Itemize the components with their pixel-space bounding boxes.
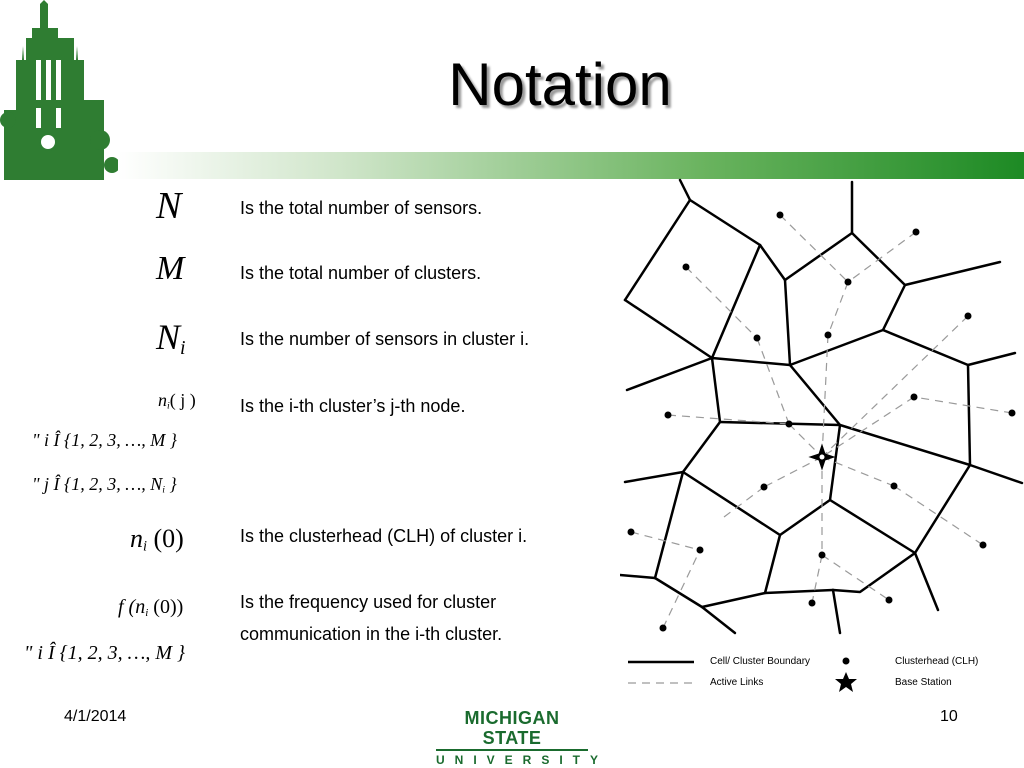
symbol-f-n-i-0: f (ni (0)) xyxy=(118,596,184,619)
symbol-N: N xyxy=(156,185,182,227)
description-M: Is the total number of clusters. xyxy=(240,263,482,283)
slide-title: Notation xyxy=(448,51,672,118)
description-f-line1: Is the frequency used for cluster xyxy=(240,592,497,612)
forall-i-set-1: " i Î {1, 2, 3, …, M } xyxy=(32,430,177,450)
title-gradient-bar xyxy=(118,152,1024,179)
logo-line1: MICHIGAN STATE xyxy=(464,708,560,748)
msu-tower-image xyxy=(0,0,118,180)
legend-clusterhead-icon xyxy=(842,657,850,665)
msu-wordmark-logo: MICHIGAN STATE UNIVERSITY xyxy=(436,708,598,767)
clusterhead-nodes xyxy=(627,211,1016,632)
cluster-voronoi-diagram xyxy=(620,178,1024,692)
logo-rule xyxy=(436,749,588,751)
cell-boundaries xyxy=(620,178,1024,635)
legend-base-station-label: Base Station xyxy=(895,677,952,688)
description-N-i: Is the number of sensors in cluster i. xyxy=(240,329,530,349)
logo-line2: UNIVERSITY xyxy=(436,753,609,767)
description-N: Is the total number of sensors. xyxy=(240,198,483,218)
forall-i-set-2: " i Î {1, 2, 3, …, M } xyxy=(24,642,186,664)
legend-links-label: Active Links xyxy=(710,677,764,688)
symbol-M: M xyxy=(156,250,185,287)
symbol-n-i-0: ni (0) xyxy=(130,524,184,555)
description-n-i-0: Is the clusterhead (CLH) of cluster i. xyxy=(240,526,528,546)
symbol-n-i-j: ni( j ) xyxy=(158,390,196,412)
footer-date: 4/1/2014 xyxy=(64,708,127,725)
active-links xyxy=(630,214,1013,629)
page-number: 10 xyxy=(940,708,958,725)
legend-clusterhead-label: Clusterhead (CLH) xyxy=(895,656,979,667)
legend-star-icon xyxy=(835,672,857,692)
forall-j-set: " j Î {1, 2, 3, …, Ni } xyxy=(32,474,177,496)
base-station-star-icon xyxy=(808,443,836,471)
symbol-N-i: Ni xyxy=(156,317,186,359)
description-n-i-j: Is the i-th cluster’s j-th node. xyxy=(240,396,466,416)
legend-boundary-label: Cell/ Cluster Boundary xyxy=(710,656,811,667)
description-f-line2: communication in the i-th cluster. xyxy=(240,624,503,644)
